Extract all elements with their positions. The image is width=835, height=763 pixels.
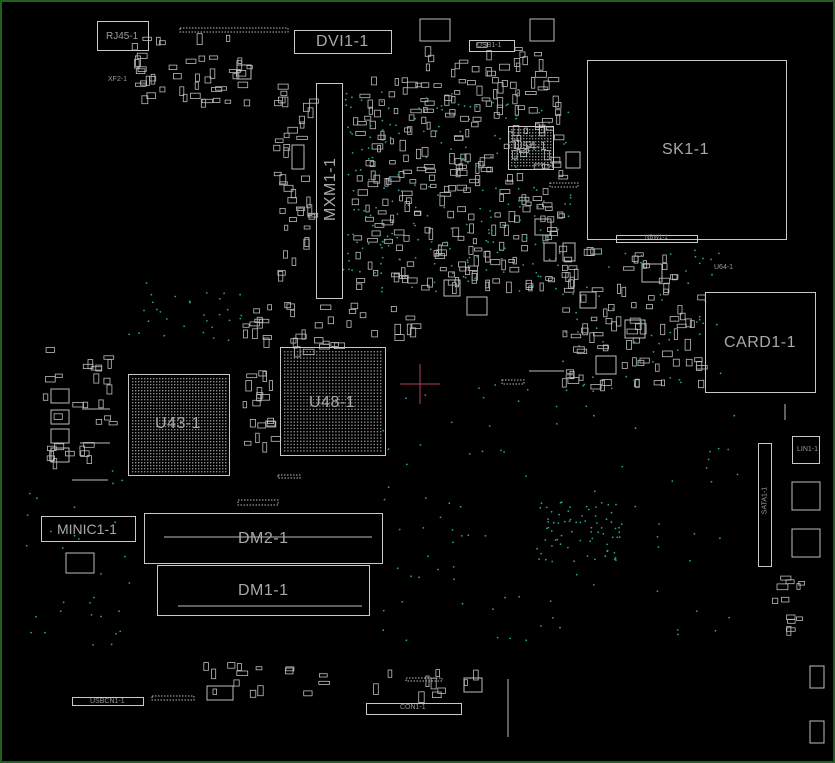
nbw1-connector xyxy=(616,235,698,243)
u54-label: U54-1 xyxy=(514,139,547,153)
left-components xyxy=(42,347,118,470)
dm2-label: DM2-1 xyxy=(238,530,289,547)
u43-label: U43-1 xyxy=(155,415,202,432)
u43-ball-grid xyxy=(132,378,227,473)
mxm-side-components xyxy=(273,83,319,282)
lin1-connector xyxy=(792,436,820,464)
sata1-connector xyxy=(758,443,772,567)
u48-label: U48-1 xyxy=(309,394,356,411)
mxm-label: MXM1-1 xyxy=(322,157,339,221)
card1-label: CARD1-1 xyxy=(724,334,796,351)
minic1-slot xyxy=(41,516,136,542)
rj45-label: RJ45-1 xyxy=(106,31,139,42)
via-dots xyxy=(25,91,739,646)
top-left-components xyxy=(131,33,253,108)
crosshair-marker xyxy=(400,364,440,404)
right-mid-components xyxy=(561,246,708,392)
card1-reader xyxy=(705,292,816,393)
lin1-label: LIN1-1 xyxy=(797,446,819,453)
u64-label: U64-1 xyxy=(714,264,734,271)
dvi-label: DVI1-1 xyxy=(316,33,369,50)
nbw1-label: NBW1-1 xyxy=(645,235,668,241)
dm1-label: DM1-1 xyxy=(238,582,289,599)
sk1-label: SK1-1 xyxy=(662,141,709,158)
top-mid-components xyxy=(424,42,547,78)
usb-connector xyxy=(469,40,515,52)
u48-top-components xyxy=(242,301,422,358)
dvi-connector xyxy=(294,30,392,54)
dm2-slot xyxy=(144,513,383,564)
bottom-connector xyxy=(366,703,462,715)
dm1-slot xyxy=(157,565,370,616)
sk1-socket xyxy=(587,60,787,240)
xf2-label: XF2-1 xyxy=(108,76,128,83)
u48-left-components xyxy=(242,370,282,453)
minic1-label: MINIC1-1 xyxy=(57,521,117,537)
u43-chip xyxy=(128,374,230,476)
sata1-label: SATA1-1 xyxy=(761,486,769,515)
usbcn1-connector xyxy=(72,697,144,706)
rj45-connector xyxy=(97,21,149,51)
u54-chip xyxy=(508,126,554,170)
bottom-components xyxy=(203,662,479,703)
bottom-connector-label: CON1-1 xyxy=(400,704,426,711)
u48-ball-grid xyxy=(284,351,382,452)
right-bottom-components xyxy=(772,575,806,636)
usb-label: USB1-1 xyxy=(477,42,502,49)
mxm-slot xyxy=(316,83,343,299)
u48-chip xyxy=(280,347,386,456)
cpu-area-components xyxy=(351,76,569,295)
usbcn1-label: USBCN1-1 xyxy=(90,698,125,705)
